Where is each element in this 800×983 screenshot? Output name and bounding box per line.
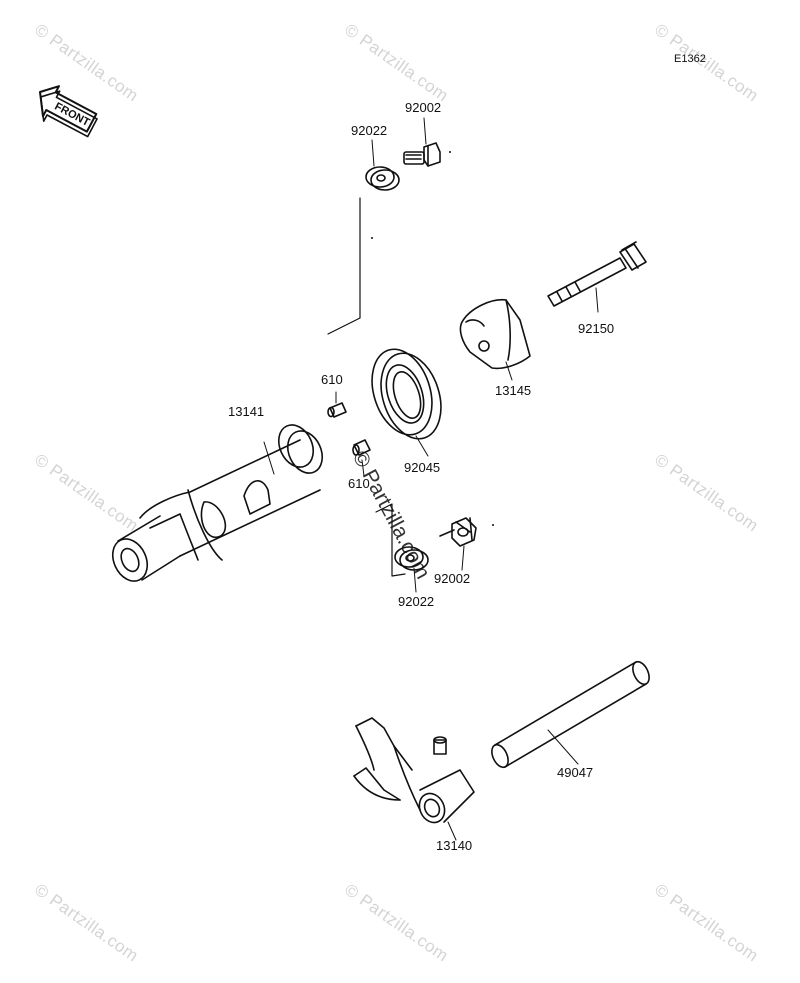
diagram-code: E1362 [674, 53, 706, 65]
front-arrow-icon: FRONT [39, 85, 98, 138]
part-label-13141: 13141 [228, 404, 265, 419]
bolt-92150 [547, 241, 647, 307]
part-label-92002: 92002 [434, 571, 471, 586]
shift-drum-13141 [111, 424, 324, 582]
part-label-92002: 92002 [405, 100, 442, 115]
bolt-92002-lower [439, 517, 477, 547]
part-label-13140: 13140 [436, 838, 473, 853]
shift-fork-13140 [353, 717, 475, 824]
bolt-92002-top [403, 142, 441, 167]
pin-610-upper [327, 402, 347, 418]
shaft-49047 [491, 660, 650, 769]
part-label-610: 610 [321, 372, 343, 387]
washer-92022-top [365, 166, 400, 191]
part-label-92022: 92022 [398, 594, 435, 609]
part-label-92022: 92022 [351, 123, 388, 138]
part-label-610: 610 [348, 476, 370, 491]
pin-610-lower [352, 439, 371, 456]
part-label-13145: 13145 [495, 383, 532, 398]
leader-line [375, 503, 406, 577]
cam-13145 [459, 298, 531, 370]
leader-lines [263, 117, 599, 841]
bearing-92045 [371, 348, 442, 440]
part-label-49047: 49047 [557, 765, 594, 780]
part-label-92045: 92045 [404, 460, 441, 475]
part-label-92150: 92150 [578, 321, 615, 336]
washer-92022-lower [394, 546, 429, 571]
leader-line [327, 197, 361, 335]
